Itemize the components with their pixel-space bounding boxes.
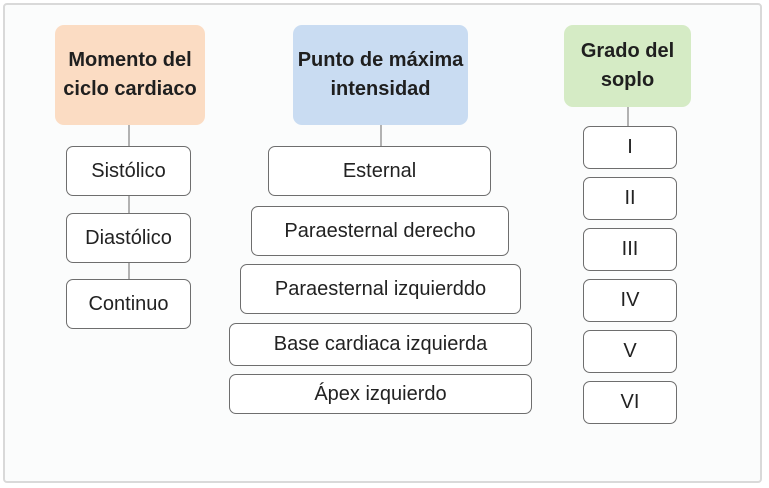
item-sistolico: Sistólico [66, 146, 191, 196]
header-momento-ciclo: Momento del ciclo cardiaco [55, 25, 205, 125]
item-grado-iii: III [583, 228, 677, 271]
item-grado-i: I [583, 126, 677, 169]
item-paraesternal-izquierdo: Paraesternal izquierddo [240, 264, 521, 314]
header-grado-soplo: Grado del soplo [564, 25, 691, 107]
item-paraesternal-derecho: Paraesternal derecho [251, 206, 509, 256]
item-apex-izquierdo: Ápex izquierdo [229, 374, 532, 414]
item-grado-v: V [583, 330, 677, 373]
item-grado-vi: VI [583, 381, 677, 424]
item-base-cardiaca-izquierda: Base cardiaca izquierda [229, 323, 532, 366]
item-continuo: Continuo [66, 279, 191, 329]
item-diastolico: Diastólico [66, 213, 191, 263]
item-grado-ii: II [583, 177, 677, 220]
item-grado-iv: IV [583, 279, 677, 322]
item-esternal: Esternal [268, 146, 491, 196]
header-punto-maxima-intensidad: Punto de máxima intensidad [293, 25, 468, 125]
